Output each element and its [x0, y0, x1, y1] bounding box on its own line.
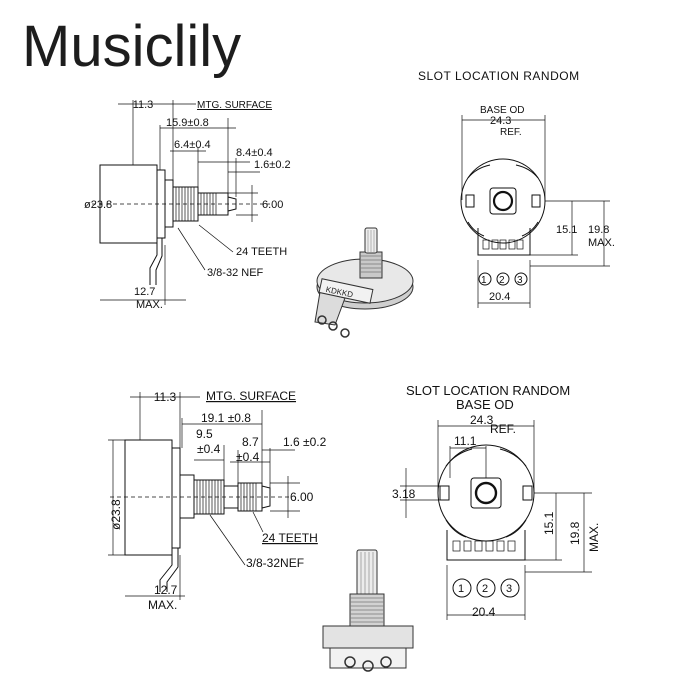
bottom-dim-1-6: 1.6 ±0.2 [283, 435, 327, 449]
top-thread-label: 3/8-32 NEF [207, 267, 264, 279]
bottom-pot-photo [322, 549, 414, 672]
bottom-mtg-surface: MTG. SURFACE [206, 389, 296, 403]
bottom-dim-diameter: ø23.8 [109, 499, 123, 530]
bottom-dim-24-3: 24.3 [470, 413, 494, 427]
bottom-pin-1: 1 [458, 583, 464, 595]
bottom-base-od: BASE OD [456, 397, 514, 412]
top-pin-3: 3 [517, 275, 523, 286]
top-side-view [92, 100, 270, 305]
top-teeth-label: 24 TEETH [236, 246, 287, 258]
top-dim-8-4: 8.4±0.4 [236, 147, 273, 159]
bottom-dim-20-4: 20.4 [472, 605, 496, 619]
bottom-dim-19-8: 19.8 [568, 521, 582, 545]
bottom-dim-11-3: 11.3 [154, 390, 177, 404]
top-max-2: MAX. [588, 237, 615, 249]
bottom-dim-19-1: 19.1 ±0.8 [201, 411, 251, 425]
bottom-ref: REF. [490, 422, 516, 436]
bottom-dim-8-7-tol: ±0.4 [236, 450, 260, 464]
bottom-pin-2: 2 [482, 583, 488, 595]
top-dim-diameter: ø23.8 [84, 199, 112, 211]
top-ref: REF. [500, 127, 522, 138]
bottom-pot-body [124, 439, 173, 556]
top-front-view [460, 115, 610, 308]
bottom-max-1: MAX. [148, 598, 177, 612]
top-base-od: BASE OD [480, 105, 524, 116]
top-dim-12-7: 12.7 [134, 286, 155, 298]
bottom-dim-8-7: 8.7 [242, 435, 259, 449]
top-dim-11-3: 11.3 [133, 99, 154, 111]
top-dim-15-9: 15.9±0.8 [166, 117, 209, 129]
bottom-pin-3: 3 [506, 583, 512, 595]
bottom-dim-6-00: 6.00 [290, 490, 314, 504]
top-dim-24-3: 24.3 [490, 115, 511, 127]
top-mtg-surface: MTG. SURFACE [197, 100, 272, 111]
top-slot-title: SLOT LOCATION RANDOM [418, 69, 580, 83]
bottom-thread-label: 3/8-32NEF [246, 556, 304, 570]
brand-logo: Musiclily [22, 14, 242, 79]
top-dim-1-6: 1.6±0.2 [254, 159, 291, 171]
bottom-dim-12-7: 12.7 [154, 583, 178, 597]
top-dim-15-1: 15.1 [556, 224, 577, 236]
top-dim-19-8: 19.8 [588, 224, 609, 236]
bottom-dim-11-1: 11.1 [454, 434, 477, 448]
top-pot-photo: KDKKD [314, 227, 414, 338]
top-pin-1: 1 [481, 275, 487, 286]
bottom-teeth-label: 24 TEETH [262, 531, 318, 545]
top-dim-6-4: 6.4±0.4 [174, 139, 211, 151]
top-dim-20-4: 20.4 [489, 291, 510, 303]
bottom-dim-15-1: 15.1 [542, 511, 556, 535]
bottom-dim-3-18: 3.18 [392, 487, 416, 501]
bottom-slot-title: SLOT LOCATION RANDOM [406, 383, 570, 398]
bottom-dim-9-5-tol: ±0.4 [197, 442, 221, 456]
bottom-front-view [400, 420, 592, 620]
bottom-side-view [108, 392, 300, 600]
top-max-1: MAX. [136, 299, 163, 311]
bottom-max-2: MAX. [587, 523, 601, 552]
top-dim-6-00: 6.00 [262, 199, 283, 211]
top-pin-2: 2 [499, 275, 505, 286]
bottom-dim-9-5: 9.5 [196, 427, 213, 441]
